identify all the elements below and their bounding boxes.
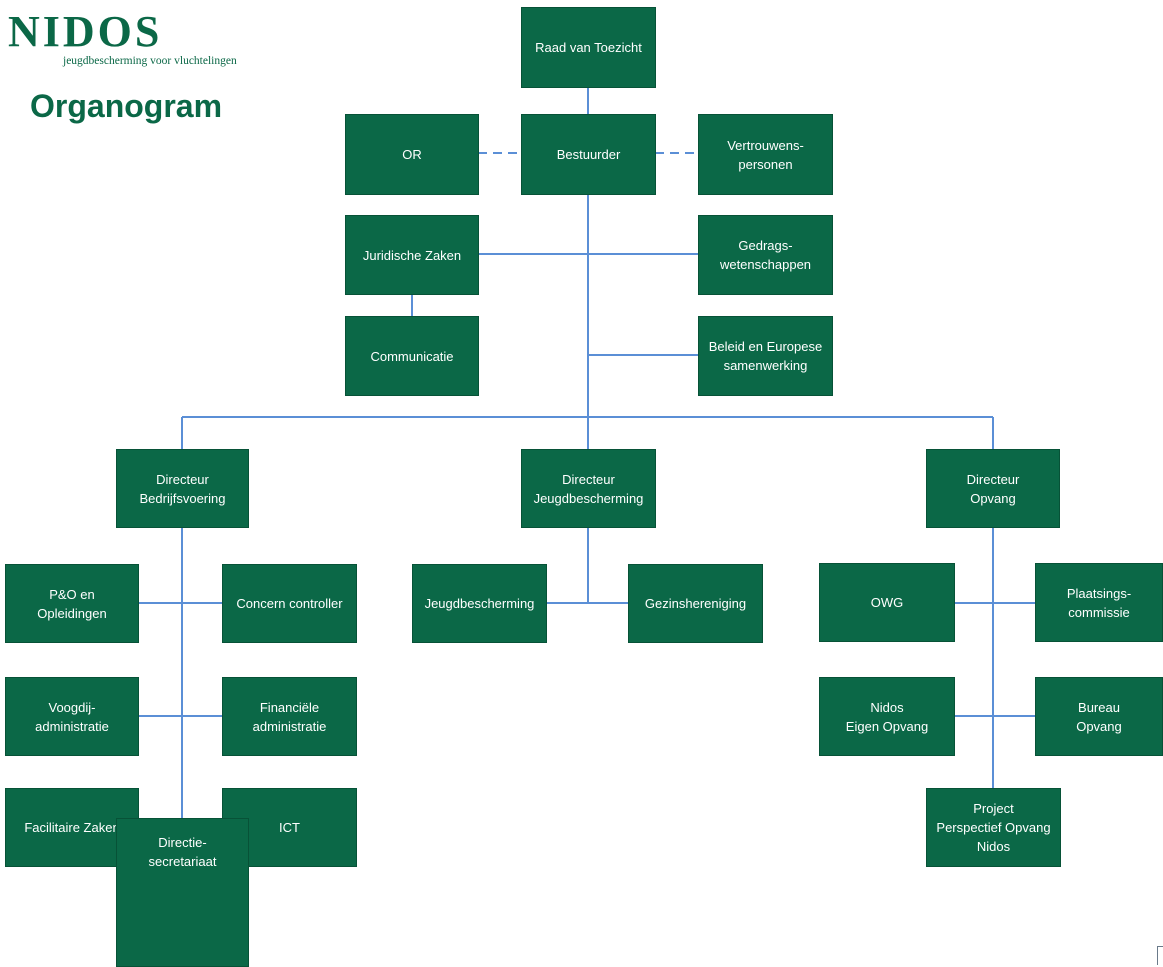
node-directeur-bedrijfsvoering: Directeur Bedrijfsvoering [116,449,249,528]
node-nidos-eigen-opvang: Nidos Eigen Opvang [819,677,955,756]
node-gedragswetenschappen: Gedrags- wetenschappen [698,215,833,295]
node-directeur-opvang: Directeur Opvang [926,449,1060,528]
node-directeur-jeugdbescherming: Directeur Jeugdbescherming [521,449,656,528]
node-beleid-europese-samenwerking: Beleid en Europese samenwerking [698,316,833,396]
nidos-logo: NIDOS [8,7,163,56]
node-concern-controller: Concern controller [222,564,357,643]
node-po-opleidingen: P&O en Opleidingen [5,564,139,643]
node-or: OR [345,114,479,195]
logo-tagline: jeugdbescherming voor vluchtelingen [63,55,237,67]
node-bestuurder: Bestuurder [521,114,656,195]
node-plaatsingscommissie: Plaatsings- commissie [1035,563,1163,642]
node-bureau-opvang: Bureau Opvang [1035,677,1163,756]
node-vertrouwenspersonen: Vertrouwens- personen [698,114,833,195]
node-raad-van-toezicht: Raad van Toezicht [521,7,656,88]
node-juridische-zaken: Juridische Zaken [345,215,479,295]
node-communicatie: Communicatie [345,316,479,396]
node-jeugdbescherming: Jeugdbescherming [412,564,547,643]
page-title: Organogram [30,88,223,124]
page-corner-mark [1157,946,1163,965]
node-project-perspectief-opvang: Project Perspectief Opvang Nidos [926,788,1061,867]
node-directie-secretariaat: Directie- secretariaat [116,818,249,967]
node-owg: OWG [819,563,955,642]
node-voogdij-administratie: Voogdij- administratie [5,677,139,756]
node-financiele-administratie: Financiële administratie [222,677,357,756]
node-gezinshereniging: Gezinshereniging [628,564,763,643]
